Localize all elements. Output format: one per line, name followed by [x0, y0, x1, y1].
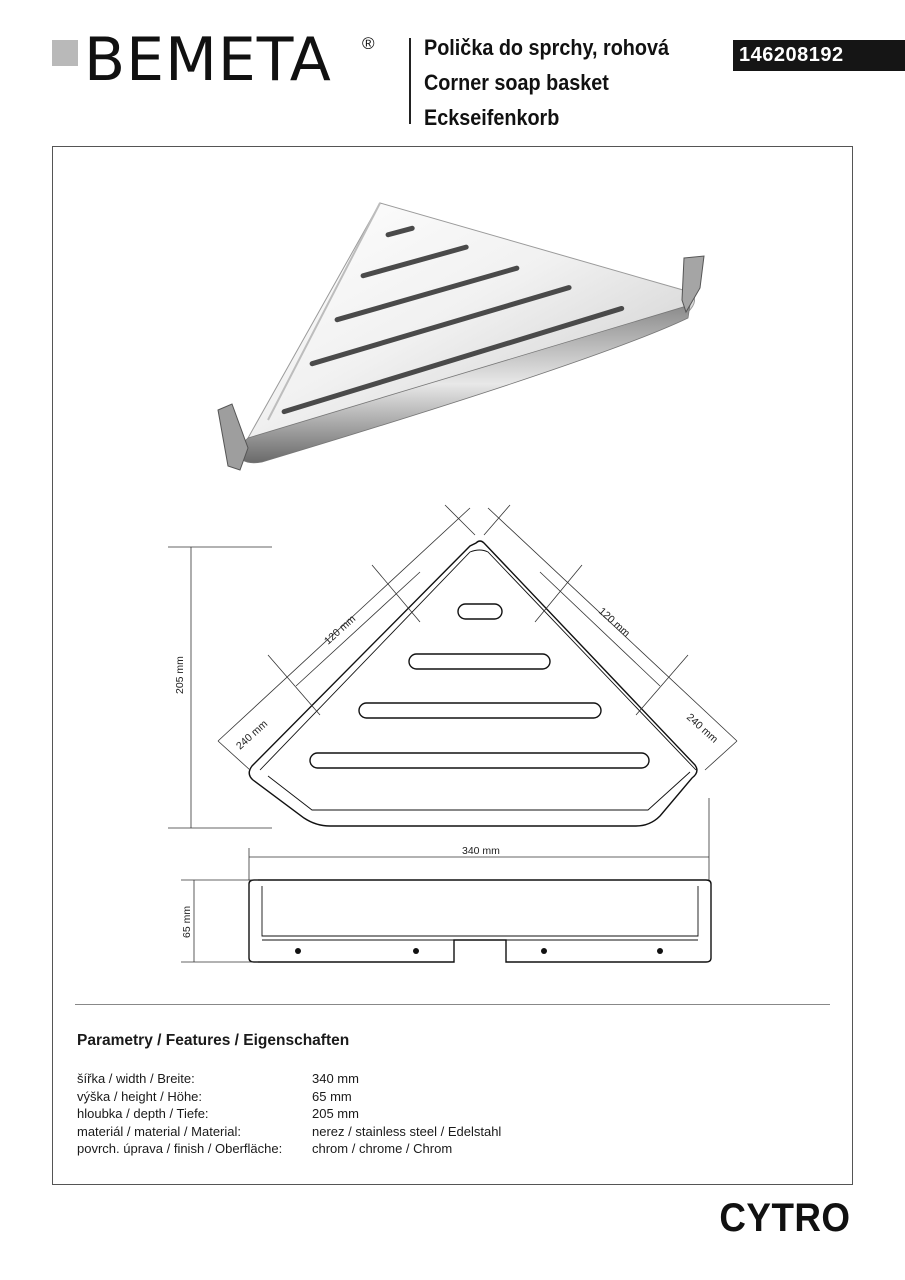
dim-side-240-right: 240 mm: [684, 711, 720, 745]
features-title: Parametry / Features / Eigenschaften: [77, 1032, 350, 1049]
spec-row: hloubka / depth / Tiefe: 205 mm: [77, 1105, 501, 1123]
dim-depth: 205 mm: [174, 656, 186, 694]
mounting-holes: [295, 948, 663, 954]
product-titles: Polička do sprchy, rohová Corner soap ba…: [424, 30, 696, 135]
logo-square: [52, 40, 78, 66]
spec-row: materiál / material / Material: nerez / …: [77, 1123, 501, 1141]
spec-row: výška / height / Höhe: 65 mm: [77, 1088, 501, 1106]
dim-width: 340 mm: [462, 845, 500, 857]
spec-label: výška / height / Höhe:: [77, 1088, 203, 1104]
title-divider: [409, 38, 411, 124]
spec-label: povrch. úprava / finish / Oberfläche:: [77, 1141, 283, 1156]
spec-value: chrom / chrome / Chrom: [312, 1141, 453, 1156]
top-view: [248, 540, 698, 827]
product-photo: [217, 202, 705, 471]
brand-logo: BEMETA ®: [52, 28, 392, 96]
spec-label: šířka / width / Breite:: [77, 1071, 195, 1086]
spec-value: nerez / stainless steel / Edelstahl: [312, 1123, 502, 1139]
drawing-frame: [52, 146, 853, 1185]
spec-label: hloubka / depth / Tiefe:: [77, 1106, 209, 1121]
height-dimension: [181, 879, 258, 963]
title-german: Eckseifenkorb: [424, 105, 560, 130]
dim-side-120-left: 120 mm: [322, 613, 358, 647]
technical-drawing: 120 mm 120 mm 240 mm 240 mm 205 mm 340 m…: [168, 202, 738, 963]
spec-value: 65 mm: [312, 1088, 352, 1104]
dimension-lines: [168, 504, 738, 880]
dim-height: 65 mm: [181, 906, 193, 938]
brand-name: BEMETA: [84, 25, 332, 95]
spec-value: 205 mm: [312, 1106, 359, 1121]
dim-side-240-left: 240 mm: [234, 718, 270, 752]
dim-side-120-right: 120 mm: [596, 605, 632, 639]
features-table: šířka / width / Breite: 340 mm výška / h…: [77, 1070, 501, 1158]
series-name: CYTRO: [718, 1196, 850, 1240]
registered-mark: ®: [362, 34, 375, 53]
spec-row: povrch. úprava / finish / Oberfläche: ch…: [77, 1140, 501, 1158]
spec-label: materiál / material / Material:: [77, 1123, 241, 1139]
spec-row: šířka / width / Breite: 340 mm: [77, 1070, 501, 1088]
title-czech: Polička do sprchy, rohová: [424, 35, 670, 60]
spec-value: 340 mm: [312, 1071, 359, 1086]
front-view: [248, 879, 712, 963]
features-divider: [75, 1004, 830, 1005]
title-english: Corner soap basket: [424, 70, 609, 95]
product-code: 146208192: [733, 40, 905, 71]
